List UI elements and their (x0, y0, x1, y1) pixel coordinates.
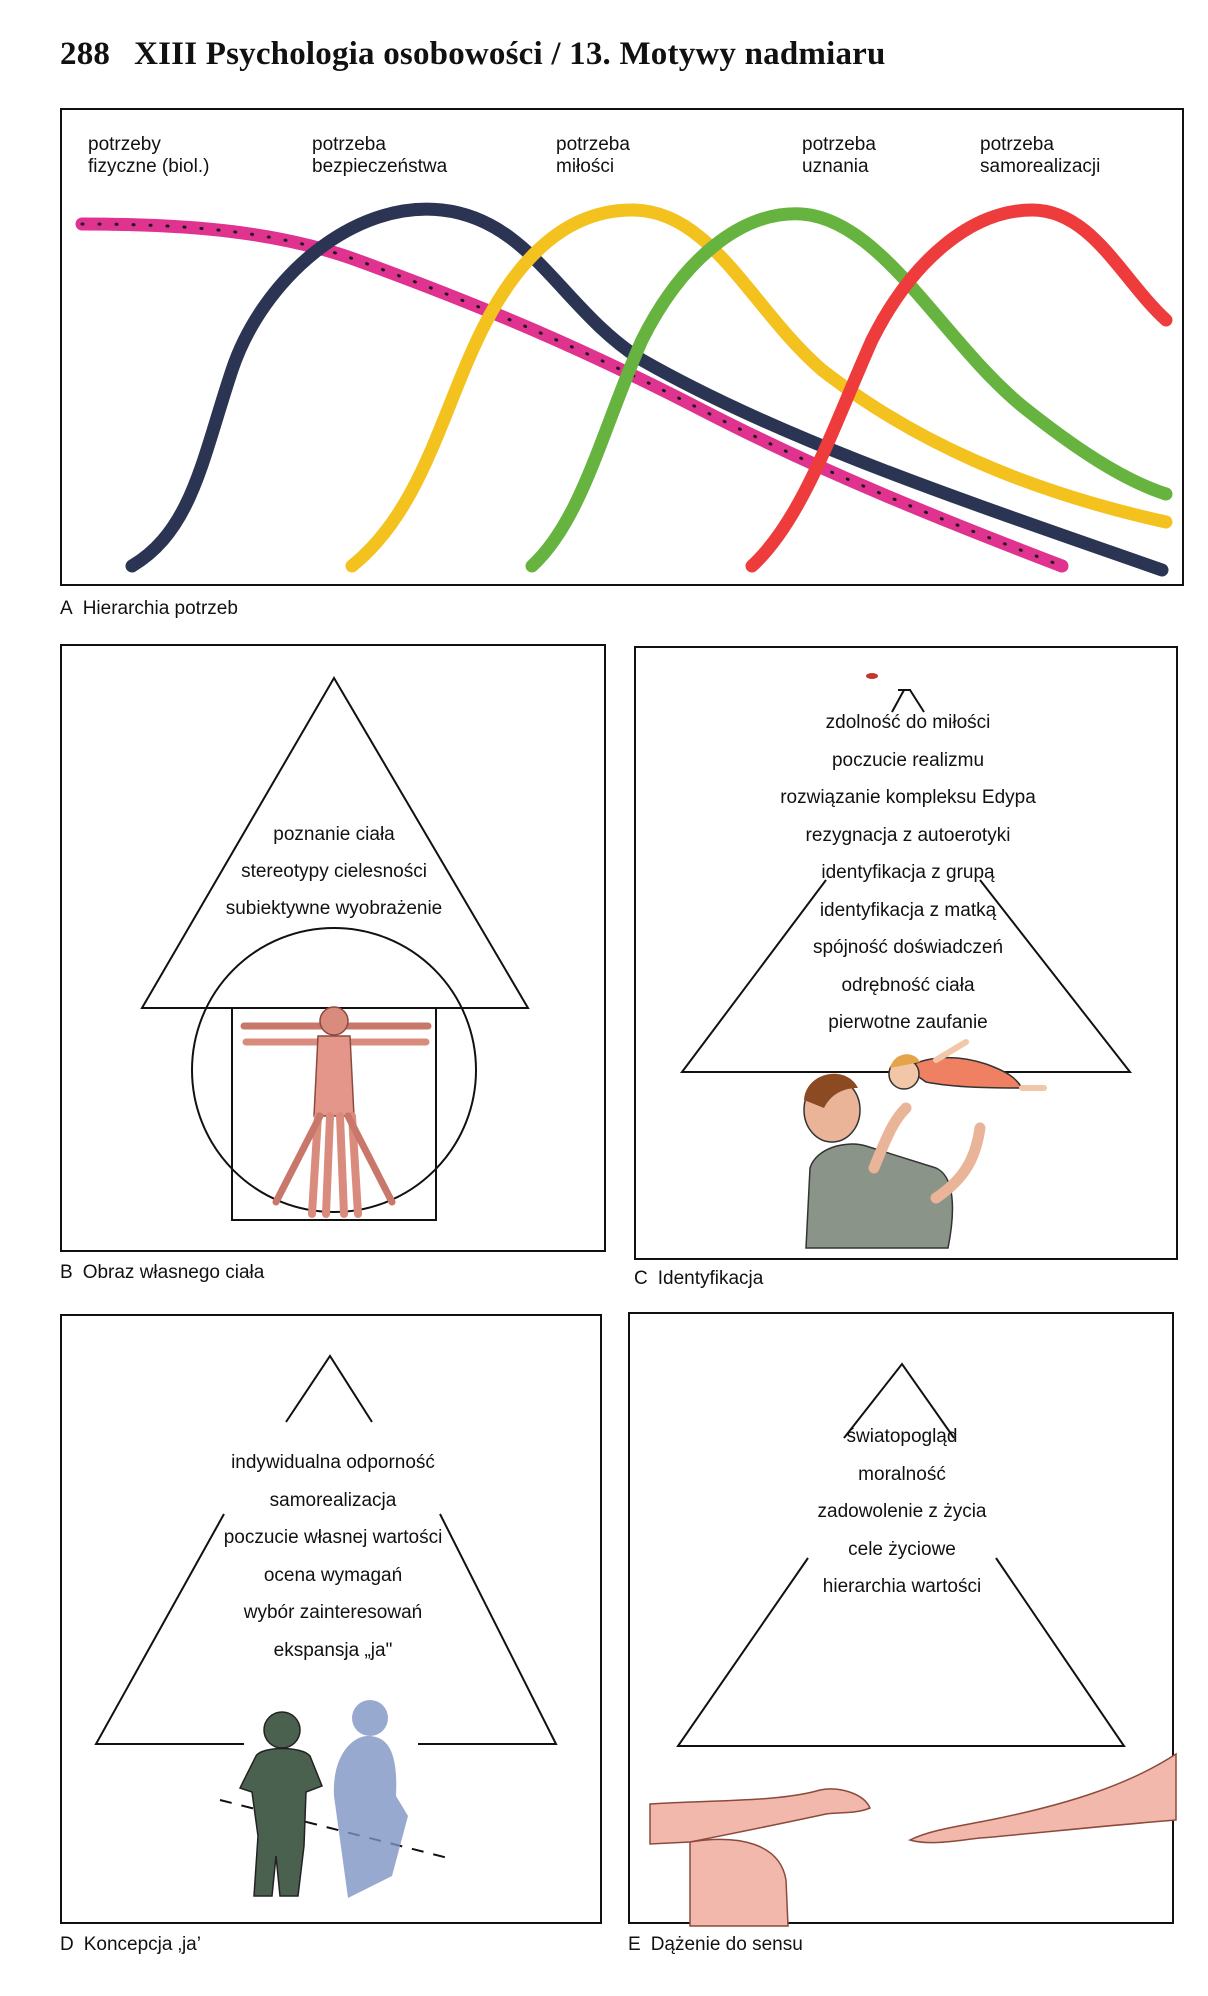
item-d-3: poczucie własnej wartości (223, 1527, 443, 1548)
curve-self-realization-need (745, 203, 1173, 573)
item-c-6: identyfikacja z matką (819, 899, 997, 921)
vitruvian-figure (191, 927, 477, 1221)
item-c-3: rozwiązanie kompleksu Edypa (780, 787, 1036, 808)
item-c-9: pierwotne zaufanie (828, 1012, 988, 1033)
label-love-need: potrzeba miłości (556, 134, 630, 177)
label-self-realization-need: potrzeba samorealizacji (980, 134, 1101, 177)
panel-c-identification: zdolność do miłości poczucie realizmu ro… (634, 646, 1178, 1260)
standing-person-illustration (238, 1700, 408, 1898)
pyramid-d (94, 1354, 558, 1745)
item-c-5: identyfikacja z grupą (821, 862, 995, 883)
pyramid-c-items: zdolność do miłości poczucie realizmu ro… (708, 704, 1108, 1042)
curve-safety-need (125, 202, 1169, 577)
panel-d-self-concept: indywidualna odporność samorealizacja po… (60, 1314, 602, 1924)
needs-curves (75, 202, 1173, 577)
item-c-7: spójność doświadczeń (812, 937, 1004, 958)
page-number: 288 (60, 36, 111, 72)
pyramid-b-items: poznanie ciała stereotypy cielesności su… (184, 816, 484, 927)
pyramid-d-items: indywidualna odporność samorealizacja po… (138, 1444, 528, 1669)
item-b-3: subiektywne wyobrażenie (225, 898, 443, 919)
item-b-1: poznanie ciała (273, 824, 395, 845)
panel-a-hierarchy-of-needs: potrzeby fizyczne (biol.) potrzeba bezpi… (60, 108, 1184, 586)
item-c-2: poczucie realizmu (831, 749, 985, 771)
item-c-1: zdolność do miłości (825, 712, 991, 733)
panel-b-body-image: poznanie ciała stereotypy cielesności su… (60, 644, 606, 1252)
item-e-5: hierarchia wartości (822, 1576, 982, 1597)
panel-d-drawing (94, 1354, 558, 1898)
page-title: XIII Psychologia osobowości / 13. Motywy… (134, 36, 886, 72)
pyramid-e (676, 1362, 1126, 1747)
label-safety-need: potrzeba bezpieczeństwa (312, 134, 448, 177)
curve-love-need (345, 203, 1173, 573)
reaching-hands-illustration (649, 1752, 1177, 1927)
panel-b-drawing (140, 676, 530, 1221)
page-header: 288 XIII Psychologia osobowości / 13. Mot… (60, 36, 886, 73)
pyramid-e-items: światopogląd moralność zadowolenie z życ… (702, 1418, 1102, 1606)
item-e-4: cele życiowe (848, 1538, 956, 1560)
item-b-2: stereotypy cielesności (241, 861, 427, 882)
item-e-2: moralność (858, 1463, 946, 1485)
item-d-6: ekspansja „ja" (273, 1639, 393, 1661)
item-d-5: wybór zainteresowań (243, 1602, 423, 1623)
item-c-8: odrębność ciała (841, 974, 975, 996)
label-physical-needs: potrzeby fizyczne (biol.) (88, 134, 210, 177)
item-e-3: zadowolenie z życia (817, 1501, 987, 1522)
item-e-1: światopogląd (846, 1426, 958, 1447)
panel-c-drawing (680, 673, 1133, 1249)
item-c-4: rezygnacja z autoerotyki (805, 824, 1011, 846)
panel-e-drawing (649, 1362, 1177, 1927)
label-esteem-need: potrzeba uznania (802, 134, 876, 177)
curve-esteem-need (525, 207, 1173, 573)
item-d-2: samorealizacja (269, 1489, 397, 1511)
item-d-1: indywidualna odporność (231, 1452, 435, 1473)
curve-physical-needs-dots (80, 222, 1064, 568)
panel-e-search-for-meaning: światopogląd moralność zadowolenie z życ… (628, 1312, 1177, 1927)
item-d-4: ocena wymagań (263, 1564, 403, 1586)
man-and-child-illustration (803, 1039, 1047, 1249)
